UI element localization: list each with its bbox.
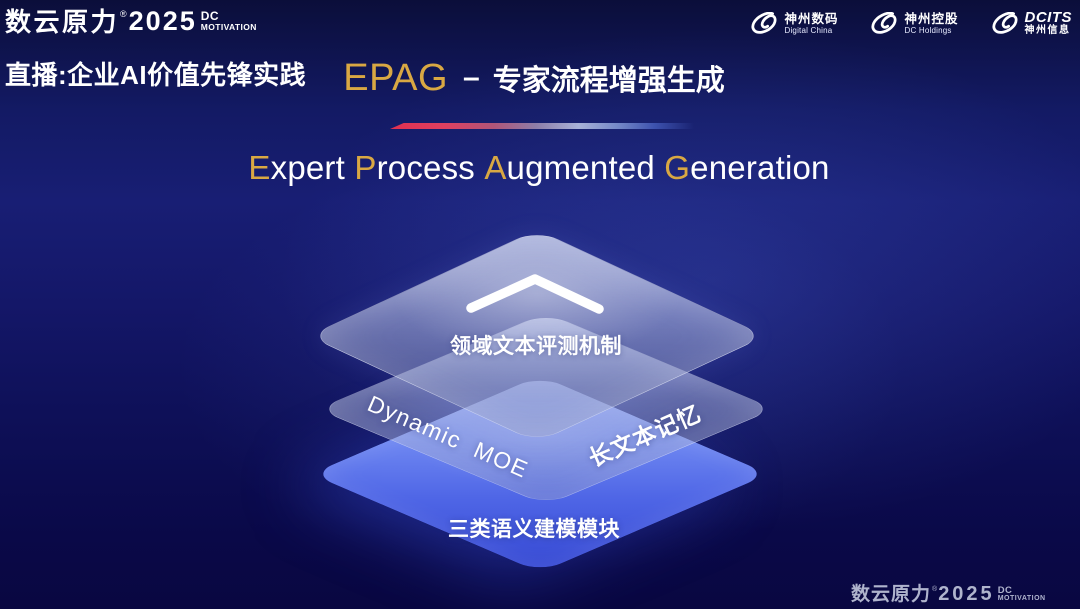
dcits-swirl-icon (992, 12, 1018, 34)
partner-dc-holdings: 神州控股 DC Holdings (870, 11, 958, 36)
partner-dcits-cn: 神州信息 (1024, 25, 1071, 36)
partner-digital-china-text: 神州数码 Digital China (784, 12, 838, 35)
label-semantic-modeling: 三类语义建模模块 (448, 518, 620, 541)
dc-holdings-swirl-icon (871, 12, 898, 34)
brand-logo-footer: 数云原力®2025 DC MOTIVATION (851, 583, 1046, 605)
title-divider-line (390, 123, 694, 129)
brand-footer-motivation: MOTIVATION (997, 595, 1046, 602)
brand-footer-year: 2025 (938, 583, 995, 605)
brand-logo-year: 2025 (128, 6, 197, 36)
partner-dc-holdings-en: DC Holdings (904, 26, 952, 35)
subtitle-word: Expert (248, 149, 355, 186)
live-topic: 直播:企业AI价值先锋实践 (5, 60, 307, 90)
label-text-evaluation: 领域文本评测机制 (450, 335, 622, 358)
brand-logo-motivation: MOTIVATION (200, 22, 257, 32)
brand-footer-cn: 数云原力 (851, 584, 932, 605)
brand-logo-sub: DC MOTIVATION (201, 9, 257, 32)
partner-dcits-text: DCITS 神州信息 (1024, 9, 1073, 36)
brand-logo: 数云原力®2025 DC MOTIVATION (5, 6, 257, 37)
partner-dcits-en: DCITS (1024, 9, 1072, 26)
partner-dc-holdings-text: 神州控股 DC Holdings (904, 12, 958, 35)
page-title-dash: – (463, 61, 480, 94)
partner-digital-china: 神州数码 Digital China (750, 11, 838, 36)
partner-dc-holdings-cn: 神州控股 (904, 12, 959, 26)
subtitle-word: Process (354, 149, 485, 186)
brand-footer-dc: DC (997, 585, 1013, 596)
subtitle-word: Augmented (484, 149, 665, 186)
digital-china-swirl-icon (751, 12, 777, 34)
page-title-cn: 专家流程增强生成 (492, 65, 725, 97)
registered-mark: ® (120, 9, 127, 19)
page-title: EPAG – 专家流程增强生成 (343, 57, 724, 100)
subtitle-word: Generation (664, 149, 830, 186)
partner-logos: 神州数码 Digital China 神州控股 DC Holdings DCIT… (750, 9, 1073, 36)
partner-digital-china-cn: 神州数码 (784, 12, 839, 26)
partner-dcits: DCITS 神州信息 (991, 9, 1073, 36)
brand-logo-cn: 数云原力 (5, 7, 120, 37)
chevron-up-icon (466, 274, 604, 314)
page-subtitle: Expert Process Augmented Generation (248, 149, 829, 187)
brand-logo-dc: DC (200, 9, 220, 23)
page-title-acronym: EPAG (343, 57, 449, 99)
brand-footer-registered-mark: ® (932, 586, 938, 593)
brand-footer-sub: DC MOTIVATION (998, 585, 1046, 603)
partner-digital-china-en: Digital China (784, 26, 833, 35)
